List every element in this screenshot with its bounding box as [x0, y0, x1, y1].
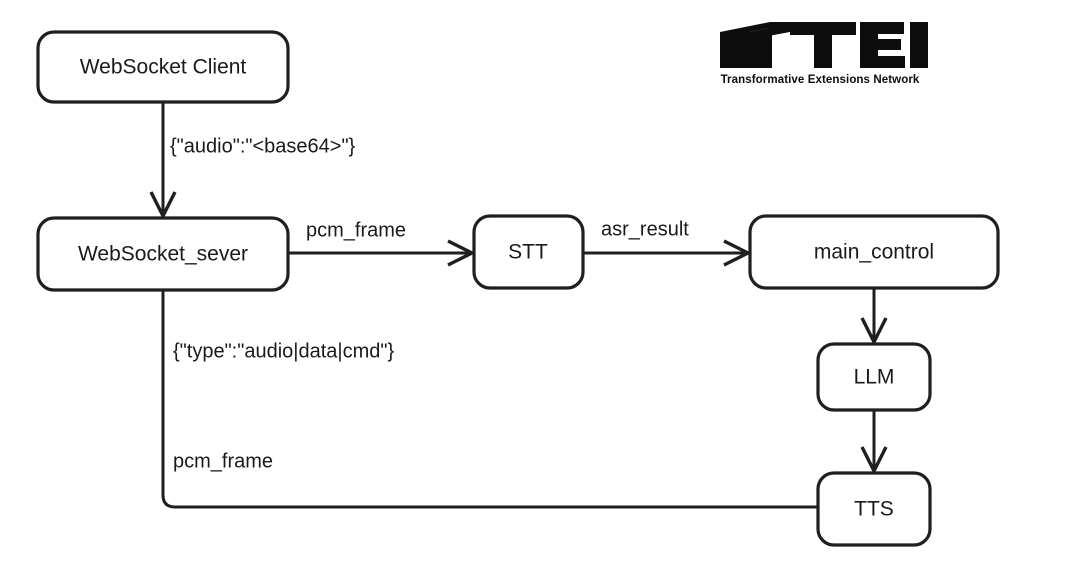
- edge-label-audio-base64: {"audio":"<base64>"}: [170, 135, 356, 157]
- ten-logo-letters: [790, 22, 928, 68]
- node-box[interactable]: [472, 214, 585, 290]
- edge-ws-server-to-tts-feedback: {"type":"audio|data|cmd"} pcm_frame: [161, 290, 818, 509]
- edge-label-type-audio-data-cmd: {"type":"audio|data|cmd"}: [173, 340, 394, 362]
- arrow-head: [860, 317, 888, 346]
- edge-llm-to-tts: [860, 410, 888, 475]
- arrow-head: [723, 239, 752, 267]
- edge-label-pcm-frame-stt: pcm_frame: [306, 219, 406, 241]
- ten-logo-wordmark: [720, 22, 928, 68]
- arrow-head: [860, 446, 888, 475]
- ten-logo-mark-icon: [720, 22, 800, 68]
- node-box[interactable]: [816, 471, 932, 547]
- edge-line: [161, 290, 818, 509]
- node-llm[interactable]: LLM: [816, 342, 932, 412]
- edge-label-pcm-frame-tts: pcm_frame: [173, 450, 273, 472]
- node-label-stt: STT: [508, 241, 548, 264]
- node-label-llm: LLM: [854, 366, 895, 389]
- ten-logo-tagline: Transformative Extensions Network: [720, 74, 920, 86]
- node-label-websocket-client: WebSocket Client: [80, 56, 247, 79]
- node-websocket-client[interactable]: WebSocket Client: [36, 30, 290, 104]
- node-box[interactable]: [36, 216, 290, 292]
- edge-main-control-to-llm: [860, 288, 888, 346]
- node-label-websocket-sever: WebSocket_sever: [78, 243, 248, 266]
- node-label-main-control: main_control: [814, 241, 934, 264]
- node-websocket-sever[interactable]: WebSocket_sever: [36, 216, 290, 292]
- node-stt[interactable]: STT: [472, 214, 585, 290]
- node-tts[interactable]: TTS: [816, 471, 932, 547]
- node-box[interactable]: [748, 214, 1000, 290]
- node-main-control[interactable]: main_control: [748, 214, 1000, 290]
- node-box[interactable]: [36, 30, 290, 104]
- edge-ws-server-to-stt: pcm_frame: [288, 219, 476, 267]
- node-label-tts: TTS: [854, 498, 894, 521]
- ten-logo: Transformative Extensions Network: [706, 18, 934, 88]
- node-box[interactable]: [816, 342, 932, 412]
- arrow-head: [447, 239, 476, 267]
- edge-stt-to-main-control: asr_result: [583, 218, 752, 267]
- arrow-head: [149, 191, 177, 220]
- edge-ws-client-to-ws-server: {"audio":"<base64>"}: [149, 102, 356, 220]
- edge-label-asr-result: asr_result: [601, 218, 689, 240]
